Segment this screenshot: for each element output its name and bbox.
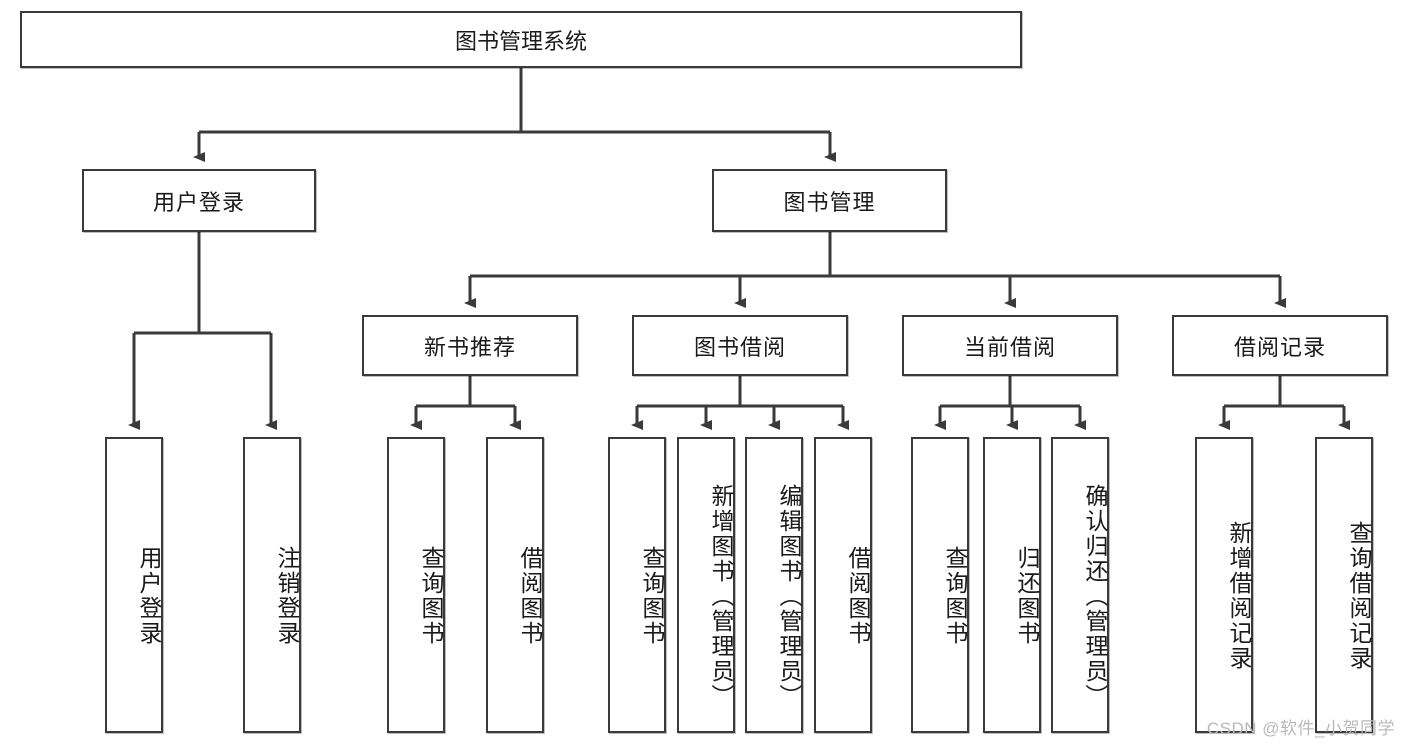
- leaf-query-book-borrow[interactable]: 查询图书: [608, 437, 666, 733]
- leaf-label: 归还图书: [1014, 546, 1040, 646]
- leaf-label: 查询图书: [639, 546, 665, 646]
- leaf-label: 新增图书（管理员）: [708, 483, 734, 709]
- leaf-label: 注销登录: [274, 546, 300, 646]
- leaf-confirm-return-admin[interactable]: 确认归还（管理员）: [1051, 437, 1109, 733]
- node-new-book-recommend[interactable]: 新书推荐: [362, 315, 578, 376]
- leaf-logout[interactable]: 注销登录: [243, 437, 301, 733]
- leaf-user-login[interactable]: 用户登录: [105, 437, 163, 733]
- leaf-query-book-current[interactable]: 查询图书: [911, 437, 969, 733]
- node-current-borrow[interactable]: 当前借阅: [902, 315, 1118, 376]
- csdn-watermark: CSDN @软件_小贺同学: [1206, 719, 1395, 738]
- leaf-borrow-book[interactable]: 借阅图书: [814, 437, 872, 733]
- leaf-edit-book-admin[interactable]: 编辑图书（管理员）: [745, 437, 803, 733]
- leaf-add-book-admin[interactable]: 新增图书（管理员）: [677, 437, 735, 733]
- node-user-login[interactable]: 用户登录: [82, 169, 316, 232]
- leaf-label: 借阅图书: [845, 546, 871, 646]
- leaf-label: 查询图书: [418, 546, 444, 646]
- leaf-label: 新增借阅记录: [1226, 521, 1252, 671]
- node-root-system[interactable]: 图书管理系统: [20, 11, 1022, 68]
- leaf-label: 用户登录: [136, 546, 162, 646]
- leaf-query-book-recommend[interactable]: 查询图书: [387, 437, 445, 733]
- node-book-management[interactable]: 图书管理: [712, 169, 947, 232]
- leaf-label: 借阅图书: [517, 546, 543, 646]
- node-book-borrow[interactable]: 图书借阅: [632, 315, 848, 376]
- leaf-add-borrow-record[interactable]: 新增借阅记录: [1195, 437, 1253, 733]
- node-borrow-record[interactable]: 借阅记录: [1172, 315, 1388, 376]
- leaf-borrow-book-recommend[interactable]: 借阅图书: [486, 437, 544, 733]
- leaf-query-borrow-record[interactable]: 查询借阅记录: [1315, 437, 1373, 733]
- leaf-label: 查询借阅记录: [1346, 521, 1372, 671]
- leaf-return-book[interactable]: 归还图书: [983, 437, 1041, 733]
- leaf-label: 查询图书: [942, 546, 968, 646]
- leaf-label: 确认归还（管理员）: [1082, 483, 1108, 709]
- leaf-label: 编辑图书（管理员）: [776, 483, 802, 709]
